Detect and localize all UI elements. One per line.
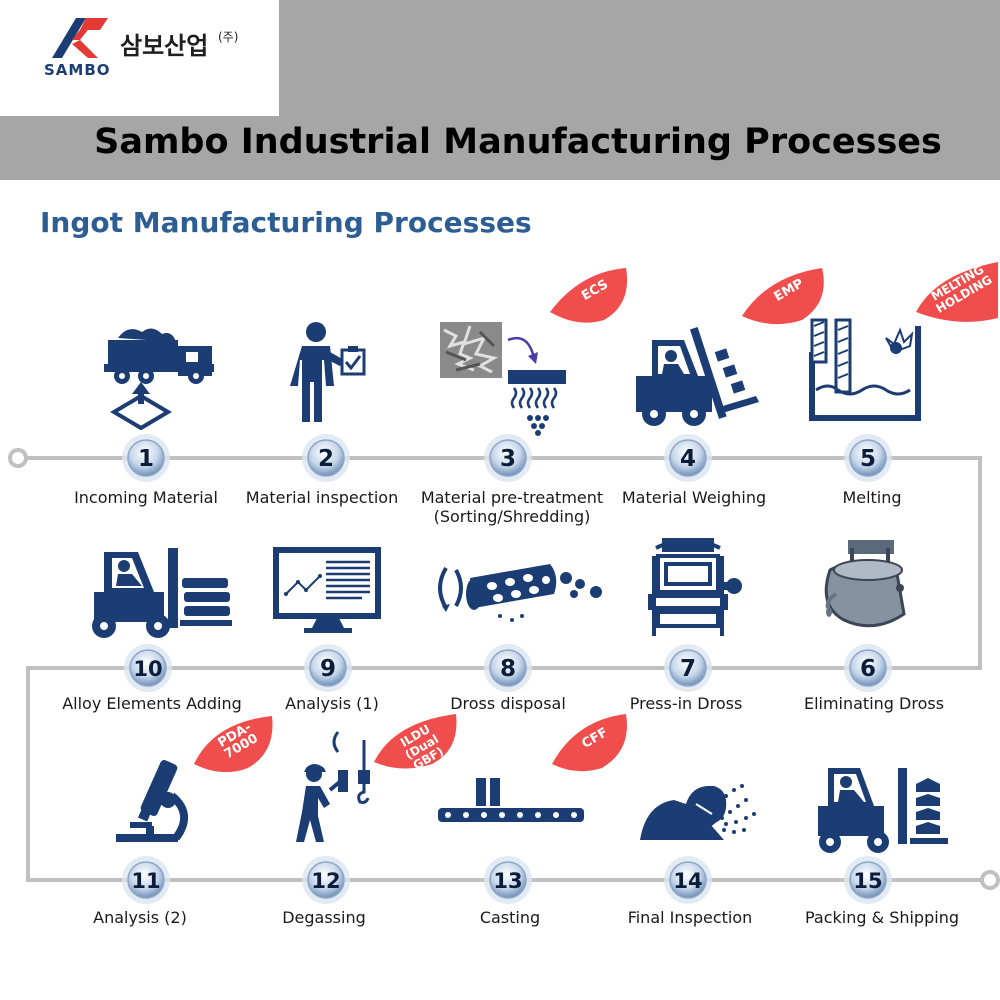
- press-machine-icon: [648, 538, 742, 636]
- step-number: 7: [680, 656, 696, 682]
- step-number: 9: [320, 656, 336, 682]
- step-number: 5: [860, 446, 876, 472]
- step-label: Alloy Elements Adding: [62, 694, 242, 713]
- step-number-badge: 10: [124, 644, 172, 692]
- flow-end-terminal: [980, 870, 1000, 890]
- welder-icon: [640, 784, 756, 840]
- page-title: Sambo Industrial Manufacturing Processes: [94, 122, 942, 162]
- rotary-drum-icon: [438, 564, 602, 622]
- tag-leaf-cff: [552, 714, 627, 772]
- casting-conveyor-icon: [438, 778, 584, 822]
- step-number-badge: 12: [302, 856, 350, 904]
- section-title: Ingot Manufacturing Processes: [40, 206, 532, 239]
- step-number: 10: [133, 657, 162, 681]
- inspector-clipboard-icon: [290, 322, 366, 422]
- monitor-chart-icon: [273, 547, 381, 633]
- step-label: Casting: [479, 908, 541, 927]
- step-number: 13: [493, 869, 522, 893]
- truck-unloading-icon: [104, 328, 214, 431]
- step-number-badge: 1: [122, 434, 170, 482]
- step-number: 11: [131, 869, 160, 893]
- step-number: 14: [673, 869, 702, 893]
- microscope-icon: [116, 760, 188, 842]
- forklift-shipping-icon: [818, 768, 948, 853]
- forklift-icon: [636, 327, 759, 426]
- step-label: Material inspection: [245, 488, 399, 507]
- step-number: 4: [680, 446, 696, 472]
- forklift-stack-icon: [92, 548, 232, 638]
- step-label: Material Weighing: [621, 488, 767, 507]
- step-number-badge: 7: [664, 644, 712, 692]
- step-number: 15: [853, 869, 882, 893]
- company-logo: 삼보산업 (주) SAMBO: [0, 0, 279, 116]
- step-number: 1: [138, 446, 154, 472]
- step-label: Eliminating Dross: [803, 694, 945, 713]
- crane-worker-icon: [296, 731, 370, 842]
- step-number-badge: 11: [122, 856, 170, 904]
- tag-leaf-ildu: [374, 714, 457, 769]
- step-number: 8: [500, 656, 516, 682]
- step-label: Press-in Dross: [629, 694, 743, 713]
- step-number-badge: 15: [844, 856, 892, 904]
- step-label: Degassing: [282, 908, 366, 927]
- flow-start-terminal: [8, 448, 28, 468]
- step-number-badge: 8: [484, 644, 532, 692]
- tag-leaf-pda-7000: [194, 716, 273, 773]
- step-number-badge: 13: [484, 856, 532, 904]
- tag-leaf-ecs: [550, 268, 628, 323]
- step-number-badge: 14: [664, 856, 712, 904]
- step-label: Final Inspection: [627, 908, 753, 927]
- step-number-badge: 6: [844, 644, 892, 692]
- step-label: Incoming Material: [74, 488, 218, 507]
- logo-mark-icon: [52, 18, 108, 58]
- step-number-badge: 3: [484, 434, 532, 482]
- step-number-badge: 2: [302, 434, 350, 482]
- step-number: 12: [311, 869, 340, 893]
- logo-korean-suffix: (주): [218, 30, 239, 44]
- logo-korean-name: 삼보산업: [120, 32, 209, 60]
- step-label: Melting: [842, 488, 902, 507]
- step-label: Packing & Shipping: [805, 908, 959, 927]
- tag-leaf-emp: [742, 268, 824, 325]
- step-label: Dross disposal: [450, 694, 566, 713]
- step-label: Analysis (1): [285, 694, 379, 713]
- tag-leaf-melting-holding: [916, 262, 998, 322]
- step-number: 6: [860, 656, 876, 682]
- step-label: Analysis (2): [93, 908, 187, 927]
- step-number: 3: [500, 446, 516, 472]
- step-number: 2: [318, 446, 334, 472]
- step-number-badge: 9: [304, 644, 352, 692]
- shredder-icon: [440, 322, 566, 436]
- step-label: Material pre-treatment (Sorting/Shreddin…: [420, 488, 604, 526]
- step-number-badge: 4: [664, 434, 712, 482]
- furnace-icon: [809, 318, 921, 421]
- logo-english-name: SAMBO: [44, 61, 111, 79]
- ladle-icon: [824, 540, 906, 628]
- step-number-badge: 5: [844, 434, 892, 482]
